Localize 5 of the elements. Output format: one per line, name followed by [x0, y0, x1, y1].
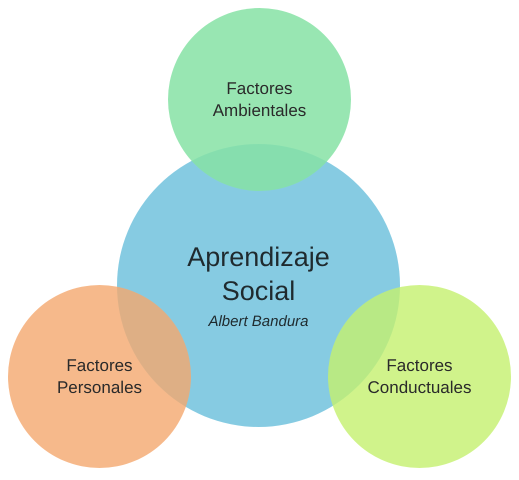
node-label: Factores Personales	[56, 354, 144, 398]
author-name: Albert Bandura	[208, 312, 309, 332]
node-label: Factores Ambientales	[212, 78, 308, 122]
node-label: Factores Conductuales	[366, 354, 472, 398]
node-title: Aprendizaje Social	[186, 240, 331, 308]
